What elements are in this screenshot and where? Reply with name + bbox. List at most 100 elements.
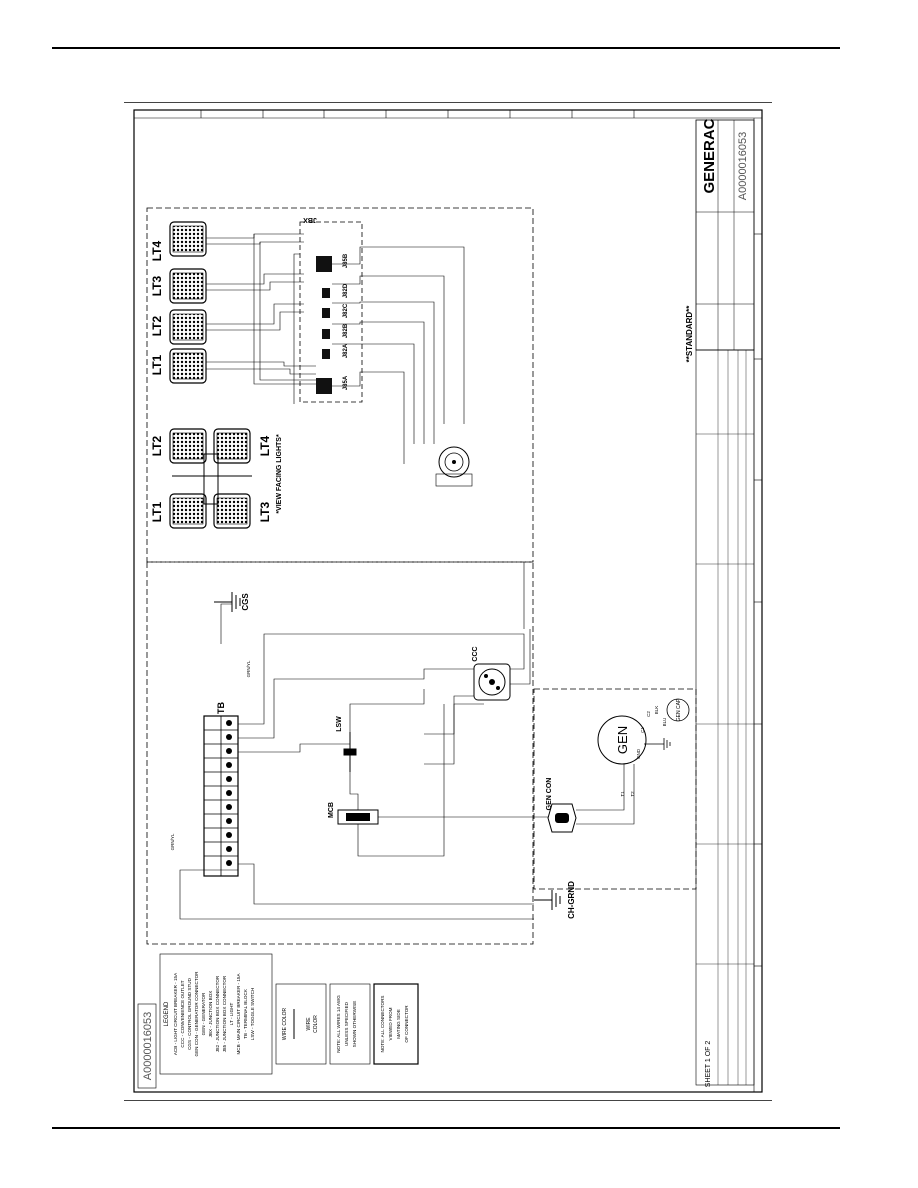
wire-color-title: WIRE COLOR: [282, 1008, 288, 1041]
connector-j85a: J85A: [343, 375, 349, 390]
view-label-lt4: LT4: [258, 435, 272, 456]
connector-j82d: J82D: [343, 283, 349, 298]
legend-item: TB - TERMINAL BLOCK: [243, 988, 248, 1039]
light-label-lt2: LT2: [150, 315, 164, 336]
cgs-label: CGS: [241, 593, 250, 611]
legend-item: ACB - LIGHT CIRCUIT BREAKER - 15A: [173, 972, 178, 1055]
wire-label-c1: C1: [640, 727, 645, 733]
wire-note-line3: SHOWN OTHERWISE: [352, 1001, 357, 1048]
view-facing-caption: *VIEW FACING LIGHTS*: [276, 434, 283, 514]
view-light-lt3: [213, 493, 251, 529]
light-lt3: [169, 268, 207, 304]
gen-con-label: GEN CON: [546, 778, 553, 811]
legend: LEGEND: [164, 1001, 170, 1026]
light-mast: [203, 453, 219, 505]
wire-label-t1: T1: [620, 791, 625, 797]
view-light-lt4: [213, 428, 251, 464]
chassis-ground-label: CH-GRND: [567, 881, 576, 919]
mcb-label: MCB: [328, 802, 335, 818]
drawing-number-box: [137, 1003, 157, 1089]
wire-color-line2: COLOR: [313, 1015, 319, 1033]
convenience-outlet: [473, 663, 511, 701]
legend-title: LEGEND: [164, 1001, 170, 1026]
legend-items: ACB - LIGHT CIRCUIT BREAKER - 15A CCC - …: [173, 971, 255, 1057]
connector-j85b: J85B: [343, 253, 349, 268]
wire-color-box: [275, 983, 327, 1065]
light-switch: [343, 732, 357, 772]
junction-receptacle: [435, 446, 473, 487]
connector-note-box: [373, 983, 419, 1065]
terminal-block-label: TB: [216, 702, 226, 714]
legend-item: J85 - JUNCTION BOX CONNECTOR: [222, 975, 227, 1052]
page-top-rule: [52, 47, 840, 49]
legend-item: LT - LIGHT: [229, 1003, 234, 1026]
wire-label-grn: GRN/YL: [246, 660, 251, 677]
light-switch-label: LSW: [336, 716, 343, 732]
gen-cap-label: GEN CAP: [676, 698, 682, 721]
generator: [597, 715, 647, 765]
legend-item: LSW - TOGGLE SWITCH: [250, 988, 255, 1040]
legend-item: MCB - MAIN CIRCUIT BREAKER - 15A: [236, 973, 241, 1055]
view-label-lt2: LT2: [150, 435, 164, 456]
drawing-frame-bottom: [124, 1100, 772, 1101]
gen-cap: [666, 698, 690, 722]
wire-labels: T1 T2 C1 C2 BLK BLU GND GRN/YL GRN/YL: [170, 660, 667, 850]
connector-note-line1: NOTE: ALL CONNECTORS: [380, 996, 385, 1053]
legend-item: J82 - JUNCTION BOX CONNECTOR: [215, 975, 220, 1052]
wiring-diagram: GENERAC A0000016053 SHEET 1 OF 2 **STAND…: [133, 109, 763, 1093]
sheet-number: SHEET 1 OF 2: [705, 1041, 712, 1088]
connector-j82b: J82B: [343, 323, 349, 338]
light-lt4: [169, 221, 207, 257]
generator-label: GEN: [615, 726, 630, 754]
control-section-box: [146, 561, 534, 945]
wire-label-blu: BLU: [662, 718, 667, 727]
connector-note-line3: MATING SIDE: [396, 1009, 401, 1039]
view-label-lt1: LT1: [150, 501, 164, 522]
light-lt1: [169, 348, 207, 384]
view-light-lt1: [169, 493, 207, 529]
gen-ground: [644, 738, 671, 750]
view-label-lt3: LT3: [258, 501, 272, 522]
legend-item: GEN - GENERATOR: [201, 992, 206, 1035]
legend-item: GEN CON - GENERATOR CONNECTOR: [194, 971, 199, 1057]
page-bottom-rule: [52, 1127, 840, 1129]
connector-note-line4: OF CONNECTOR: [404, 1005, 409, 1043]
terminal-block: [203, 715, 239, 877]
wire-label-c2: C2: [646, 711, 651, 717]
ccc-label: CCC: [472, 646, 479, 661]
wire-note-line2: UNLESS SPECIFIED: [344, 1001, 349, 1046]
legend-item: CGS - CONTROL GROUND STUD: [187, 977, 192, 1049]
generator-connector: [547, 803, 577, 833]
legend-item: JBX - JUNCTION BOX: [208, 991, 213, 1038]
drawing-number-bottom: A0000016053: [142, 1012, 154, 1081]
legend-item: CCC - CONVENIENCE OUTLET: [180, 980, 185, 1047]
sheet-border: [133, 109, 763, 1093]
cgs-ground-symbol: [214, 592, 241, 612]
connector-note-line2: VIEWED FROM: [388, 1007, 393, 1040]
light-lt2: [169, 309, 207, 345]
wire-note-line1: NOTE: ALL WIRES 14 AWG: [336, 995, 341, 1053]
connector-j82c: J82C: [343, 303, 349, 318]
light-label-lt3: LT3: [150, 275, 164, 296]
wire-label-t2: T2: [630, 791, 635, 797]
legend-box: [159, 953, 273, 1075]
wire-label-blk: BLK: [654, 706, 659, 715]
zone-ticks: [200, 110, 762, 967]
chassis-ground-symbol: [534, 890, 561, 910]
control-wiring: [179, 562, 635, 920]
view-light-lt2: [169, 428, 207, 464]
standard-note: **STANDARD**: [685, 305, 694, 363]
drawing-number-title: A0000016053: [737, 132, 749, 201]
title-block: GENERAC A0000016053 SHEET 1 OF 2: [695, 118, 755, 1088]
generator-section-box: [533, 688, 697, 890]
wire-label-grn-2: GRN/YL: [170, 833, 175, 850]
connector-j82a: J82A: [343, 343, 349, 358]
light-label-lt4: LT4: [150, 240, 164, 261]
wire-note-box: [329, 983, 371, 1065]
connectors: [316, 256, 332, 394]
main-circuit-breaker: [337, 809, 379, 825]
brand-logo: GENERAC: [701, 118, 718, 193]
light-wiring: [206, 233, 465, 464]
junction-box-label: JBX: [303, 216, 317, 223]
junction-box: [299, 221, 363, 403]
